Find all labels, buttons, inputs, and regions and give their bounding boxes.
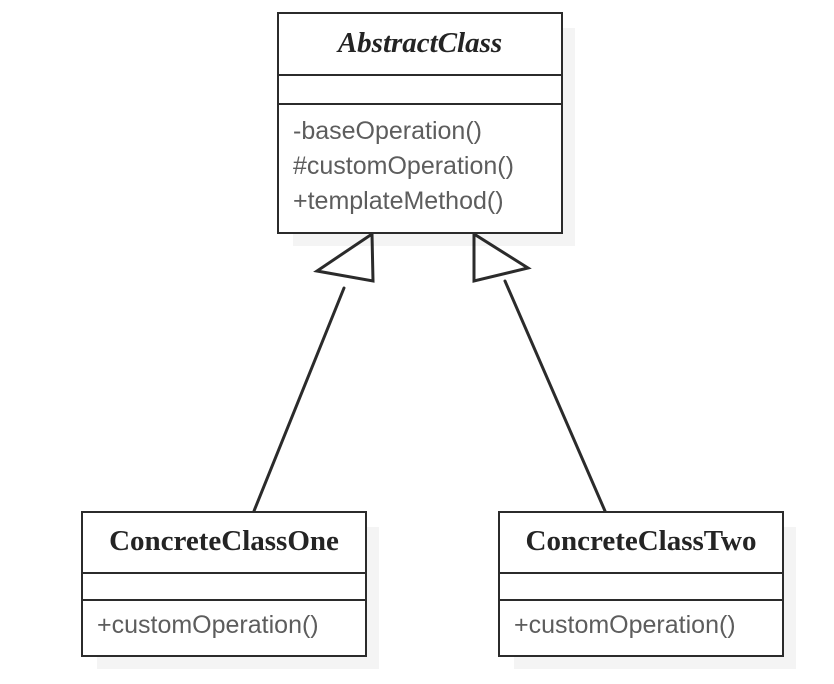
generalization-line-one xyxy=(252,286,346,513)
class-box-abstract-class[interactable]: AbstractClass -baseOperation() #customOp… xyxy=(277,12,563,234)
attributes-compartment-abstract-class xyxy=(279,76,561,103)
compartment-divider xyxy=(500,572,782,574)
class-box-concrete-class-two[interactable]: ConcreteClassTwo +customOperation() xyxy=(498,511,784,657)
class-box-concrete-class-one[interactable]: ConcreteClassOne +customOperation() xyxy=(81,511,367,657)
class-name-abstract-class: AbstractClass xyxy=(337,27,503,59)
operation-item: +templateMethod() xyxy=(293,187,504,215)
operation-item: -baseOperation() xyxy=(293,117,482,145)
operation-item: +customOperation() xyxy=(97,611,319,639)
attributes-compartment-concrete-class-one xyxy=(83,574,365,599)
generalization-concrete-one xyxy=(252,231,375,513)
compartment-divider xyxy=(83,572,365,574)
compartment-divider xyxy=(500,599,782,601)
compartment-divider xyxy=(279,74,561,76)
compartment-divider xyxy=(83,599,365,601)
operation-item: #customOperation() xyxy=(293,152,514,180)
class-name-concrete-class-one: ConcreteClassOne xyxy=(109,525,339,557)
operations-compartment-abstract-class: -baseOperation() #customOperation() +tem… xyxy=(279,105,561,219)
operations-compartment-concrete-class-two: +customOperation() xyxy=(500,601,782,642)
class-name-concrete-class-two: ConcreteClassTwo xyxy=(525,525,757,557)
compartment-divider xyxy=(279,103,561,105)
hollow-triangle-icon-one xyxy=(313,231,375,283)
attributes-compartment-concrete-class-two xyxy=(500,574,782,599)
operations-compartment-concrete-class-one: +customOperation() xyxy=(83,601,365,642)
operation-item: +customOperation() xyxy=(514,611,736,639)
hollow-triangle-icon-two xyxy=(472,231,532,283)
generalization-line-two xyxy=(503,279,607,513)
generalization-concrete-two xyxy=(472,231,607,513)
